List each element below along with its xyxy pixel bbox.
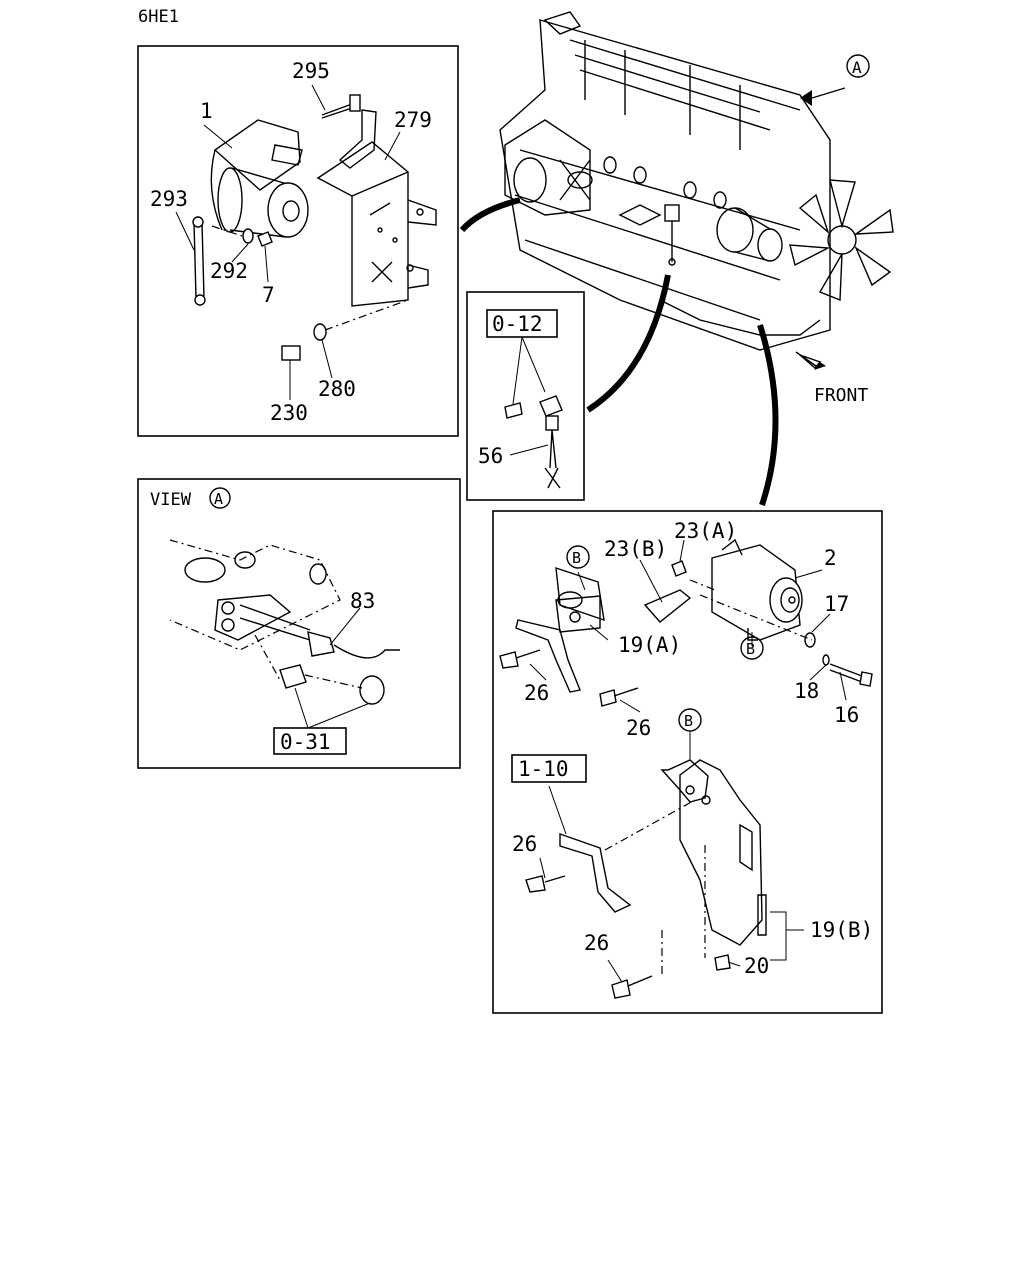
marker-b-2: B (746, 640, 755, 658)
starter-drawing (175, 84, 437, 400)
callout-279: 279 (394, 108, 432, 132)
callout-19a: 19(A) (618, 633, 681, 657)
marker-b-circle-1 (566, 545, 590, 569)
view-a-marker: A (214, 490, 223, 508)
marker-b-1: B (572, 549, 581, 567)
callout-19b: 19(B) (810, 918, 873, 942)
callout-56: 56 (478, 444, 503, 468)
callout-2: 2 (824, 546, 837, 570)
callout-20: 20 (744, 954, 769, 978)
callout-1: 1 (200, 99, 213, 123)
callout-26-b: 26 (626, 716, 651, 740)
view-a-panel (137, 478, 461, 769)
ref-1-10: 1-10 (518, 757, 569, 781)
marker-b-circle-2 (740, 636, 764, 660)
view-a-marker-circle (209, 487, 231, 509)
callout-292: 292 (210, 259, 248, 283)
callout-16: 16 (834, 703, 859, 727)
marker-b-3: B (684, 712, 693, 730)
ref-0-12: 0-12 (492, 312, 543, 336)
marker-b-circle-3 (678, 708, 702, 732)
model-code: 6HE1 (138, 7, 179, 27)
callout-83: 83 (350, 589, 375, 613)
callout-23b: 23(B) (604, 537, 667, 561)
callout-17: 17 (824, 592, 849, 616)
ref-box-1-10 (511, 754, 587, 783)
callout-295: 295 (292, 59, 330, 83)
callout-23a: 23(A) (674, 519, 737, 543)
view-a-title: VIEW (150, 490, 192, 510)
sensor-drawing (504, 336, 563, 489)
front-label: FRONT (814, 385, 868, 406)
callout-26-d: 26 (584, 931, 609, 955)
starter-panel (137, 45, 459, 437)
callout-26-a: 26 (524, 681, 549, 705)
callout-230: 230 (270, 401, 308, 425)
alternator-panel (492, 510, 883, 1014)
view-a-drawing (169, 539, 400, 729)
sensor-panel (466, 291, 585, 501)
engine-drawing (459, 11, 894, 506)
ref-0-31: 0-31 (280, 730, 331, 754)
alternator-drawing (499, 538, 873, 999)
engine-arrow-marker: A (852, 58, 862, 77)
callout-7: 7 (262, 283, 275, 307)
callout-26-c: 26 (512, 832, 537, 856)
callout-18: 18 (794, 679, 819, 703)
ref-box-0-31 (273, 727, 347, 755)
callout-293: 293 (150, 187, 188, 211)
callout-280: 280 (318, 377, 356, 401)
